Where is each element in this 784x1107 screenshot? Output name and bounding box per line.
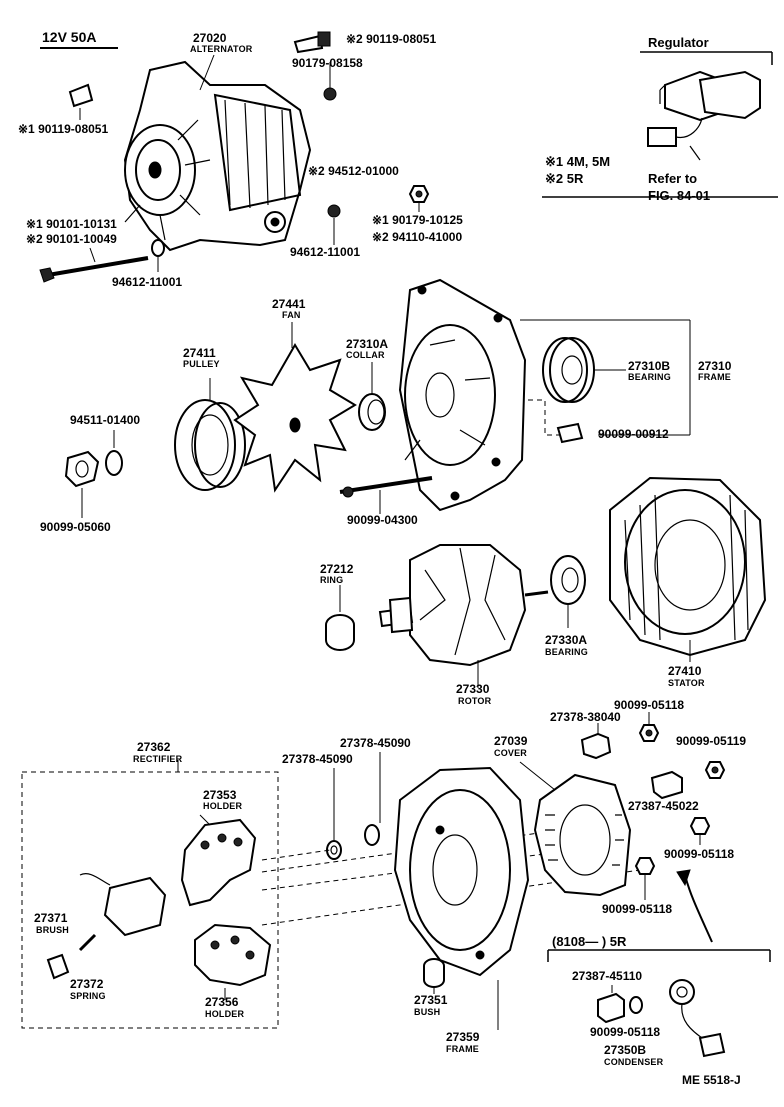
- spring-name: SPRING: [70, 991, 106, 1001]
- rectifier-name: RECTIFIER: [133, 754, 183, 764]
- nut-05119-label: 90099-05119: [676, 734, 747, 748]
- frame-rear-name: FRAME: [446, 1044, 479, 1054]
- bearing-front-number: 27310B: [628, 359, 671, 373]
- bush-name: BUSH: [414, 1007, 441, 1017]
- thru-bolt-2-label: ※2 90101-10049: [26, 232, 117, 246]
- nut-05118-a-label: 90099-05118: [614, 698, 685, 712]
- front-frame-illustration: [398, 278, 527, 512]
- front-bearing-illustration: [542, 337, 626, 403]
- bolt-top-sub-label: 90179-08158: [292, 56, 363, 70]
- insulator-45090-a-label: 27378-45090: [282, 752, 353, 766]
- brush-number: 27371: [34, 911, 68, 925]
- nut-05060-label: 90099-05060: [40, 520, 111, 534]
- pulley-number: 27411: [183, 346, 216, 360]
- rotor-illustration: [378, 544, 549, 688]
- cover-number: 27039: [494, 734, 528, 748]
- washer-94612-b-label: 94612-11001: [112, 275, 183, 289]
- regulator-title: Regulator: [648, 35, 709, 50]
- condenser-box-illustration: [547, 949, 771, 1058]
- condenser-number: 27350B: [604, 1043, 647, 1057]
- nut-05118-d-label: 90099-05118: [590, 1025, 661, 1039]
- bearing-rear-name: BEARING: [545, 647, 588, 657]
- rear-bearing-illustration: [550, 555, 586, 628]
- spec-label: 12V 50A: [42, 29, 97, 45]
- holder-upper-number: 27353: [203, 788, 237, 802]
- rotor-number: 27330: [456, 682, 490, 696]
- collar-name: COLLAR: [346, 350, 385, 360]
- collar-illustration: [358, 362, 386, 431]
- frame-front-name: FRAME: [698, 372, 731, 382]
- washer-2-label: ※2 94512-01000: [308, 164, 399, 178]
- regulator-illustration: [640, 51, 773, 161]
- rectifier-group-box: [21, 771, 279, 1029]
- pulley-illustration: [174, 378, 246, 491]
- rectifier-illustration: [46, 814, 272, 1000]
- insulator-38040-label: 27378-38040: [550, 710, 621, 724]
- spring-number: 27372: [70, 977, 104, 991]
- alternator-illustration: [123, 60, 312, 252]
- refer-to-text: Refer to: [648, 171, 698, 186]
- right-hardware-illustration: [580, 712, 726, 943]
- nut-1-label: ※1 90179-10125: [372, 213, 463, 227]
- insulator-45022-label: 27387-45022: [628, 799, 699, 813]
- brush-name: BRUSH: [36, 925, 70, 935]
- fan-number: 27441: [272, 297, 306, 311]
- cover-name: COVER: [494, 748, 528, 758]
- screw-00912-label: 90099-00912: [598, 427, 669, 441]
- stator-number: 27410: [668, 664, 702, 678]
- cover-illustration: [519, 761, 632, 897]
- alternator-name: ALTERNATOR: [190, 44, 253, 54]
- footer-code: ME 5518-J: [682, 1073, 741, 1087]
- insulator-45110-label: 27387-45110: [572, 969, 643, 983]
- condenser-name: CONDENSER: [604, 1057, 664, 1067]
- bolt-left-label: ※1 90119-08051: [18, 122, 109, 136]
- ring-illustration: [325, 585, 355, 651]
- bush-number: 27351: [414, 993, 448, 1007]
- rotor-name: ROTOR: [458, 696, 492, 706]
- holder-lower-number: 27356: [205, 995, 239, 1009]
- refer-fig-text: FIG. 84-01: [648, 188, 711, 203]
- rear-frame-illustration: [393, 766, 530, 1030]
- holder-lower-name: HOLDER: [205, 1009, 245, 1019]
- frame-leader-lines: [339, 319, 691, 514]
- frame-front-number: 27310: [698, 359, 732, 373]
- fan-name: FAN: [282, 310, 301, 320]
- bush-illustration: [423, 958, 445, 994]
- note-1: ※1 4M, 5M: [545, 154, 611, 169]
- collar-number: 27310A: [346, 337, 389, 351]
- note-2: ※2 5R: [545, 171, 584, 186]
- nut-05118-c-label: 90099-05118: [602, 902, 673, 916]
- fan-illustration: [233, 322, 357, 493]
- nut-washer-illustration: [64, 430, 123, 518]
- nut-05118-b-label: 90099-05118: [664, 847, 735, 861]
- frame-rear-number: 27359: [446, 1030, 480, 1044]
- bolt-04300-label: 90099-04300: [347, 513, 418, 527]
- holder-upper-name: HOLDER: [203, 801, 243, 811]
- rectifier-number: 27362: [137, 740, 171, 754]
- thru-bolt-1-label: ※1 90101-10131: [26, 217, 117, 231]
- stator-illustration: [609, 476, 767, 662]
- washer-94612-label: 94612-11001: [290, 245, 361, 259]
- bolt-top-2-label: ※2 90119-08051: [346, 32, 437, 46]
- leader-lines-top: [79, 54, 420, 272]
- bearing-front-name: BEARING: [628, 372, 671, 382]
- condenser-box-title: (8108— ) 5R: [552, 934, 627, 949]
- ring-number: 27212: [320, 562, 354, 576]
- pulley-name: PULLEY: [183, 359, 220, 369]
- alternator-number: 27020: [193, 31, 227, 45]
- bolt-top-illustration: [39, 31, 430, 283]
- insulator-45090-b-label: 27378-45090: [340, 736, 411, 750]
- nut-2-label: ※2 94110-41000: [372, 230, 463, 244]
- washer-94511-label: 94511-01400: [70, 413, 141, 427]
- ring-name: RING: [320, 575, 344, 585]
- bearing-rear-number: 27330A: [545, 633, 588, 647]
- stator-name: STATOR: [668, 678, 705, 688]
